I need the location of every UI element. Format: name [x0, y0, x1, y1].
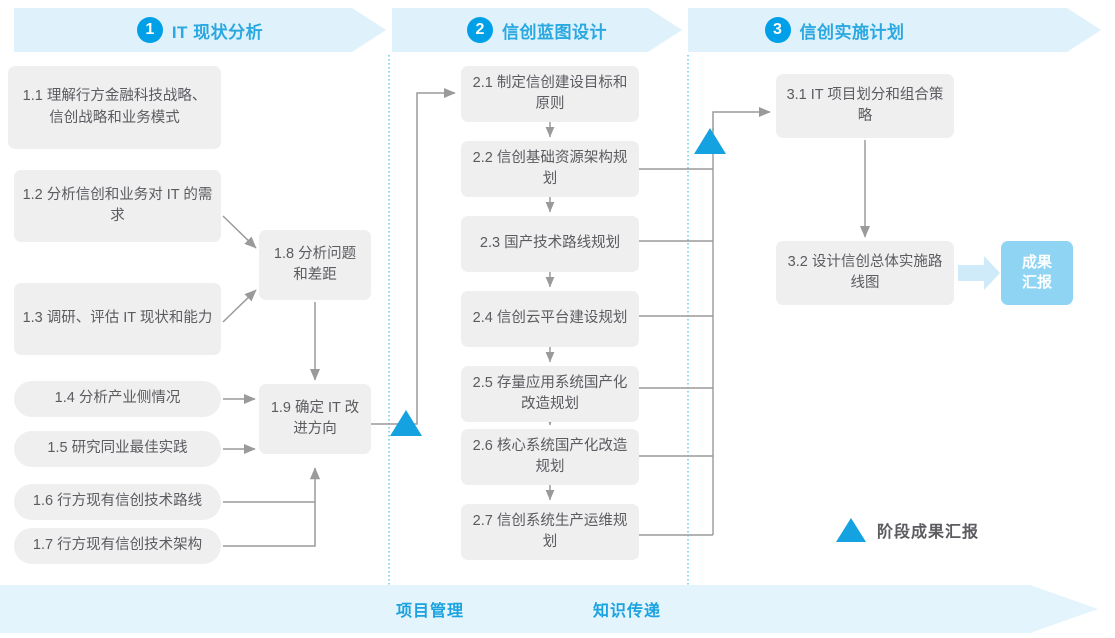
process-box-1-3[interactable]: 1.3 调研、评估 IT 现状和能力 — [14, 283, 221, 355]
process-box-1-1[interactable]: 1.1 理解行方金融科技战略、信创战略和业务模式 — [8, 66, 221, 149]
process-box-1-6[interactable]: 1.6 行方现有信创技术路线 — [14, 484, 221, 520]
phase-banner-3: 3 信创实施计划 — [688, 8, 1101, 52]
process-box-1-8[interactable]: 1.8 分析问题和差距 — [259, 230, 371, 300]
process-box-1-7[interactable]: 1.7 行方现有信创技术架构 — [14, 528, 221, 564]
process-box-1-2[interactable]: 1.2 分析信创和业务对 IT 的需求 — [14, 170, 221, 242]
result-line-2: 汇报 — [1021, 274, 1052, 291]
box-label: 2.7 信创系统生产运维规划 — [472, 512, 628, 550]
phase-label-1: IT 现状分析 — [171, 22, 264, 42]
box-label: 1.8 分析问题和差距 — [273, 245, 357, 283]
bottom-item-knowledge-transfer: 知识传递 — [593, 603, 662, 620]
connector-1-7-to-1-9 — [223, 467, 321, 547]
box-label: 1.7 行方现有信创技术架构 — [32, 537, 203, 554]
process-box-3-2[interactable]: 3.2 设计信创总体实施路线图 — [776, 241, 954, 305]
phase-banner-2: 2 信创蓝图设计 — [392, 8, 682, 52]
box-label: 2.5 存量应用系统国产化改造规划 — [472, 374, 628, 412]
process-box-3-1[interactable]: 3.1 IT 项目划分和组合策略 — [776, 74, 954, 138]
phase-label-2: 信创蓝图设计 — [502, 22, 607, 42]
box-label: 2.3 国产技术路线规划 — [479, 235, 621, 252]
box-label: 2.1 制定信创建设目标和原则 — [472, 74, 628, 112]
box-label: 1.6 行方现有信创技术路线 — [32, 493, 203, 510]
box-label: 1.4 分析产业侧情况 — [54, 390, 181, 407]
process-box-2-4[interactable]: 2.4 信创云平台建设规划 — [461, 291, 639, 347]
process-box-1-4[interactable]: 1.4 分析产业侧情况 — [14, 381, 221, 417]
box-label: 1.1 理解行方金融科技战略、信创战略和业务模式 — [22, 88, 207, 126]
bottom-banner: 项目管理 知识传递 — [0, 585, 1115, 633]
result-box[interactable]: 成果 汇报 — [1001, 241, 1073, 305]
triangle-up-icon — [836, 518, 866, 542]
process-box-2-5[interactable]: 2.5 存量应用系统国产化改造规划 — [461, 366, 639, 422]
connector-1-2-to-1-8 — [222, 215, 257, 249]
process-box-1-5[interactable]: 1.5 研究同业最佳实践 — [14, 431, 221, 467]
process-box-2-7[interactable]: 2.7 信创系统生产运维规划 — [461, 504, 639, 560]
process-box-2-1[interactable]: 2.1 制定信创建设目标和原则 — [461, 66, 639, 122]
phase-number-3: 3 — [764, 17, 791, 43]
box-label: 1.2 分析信创和业务对 IT 的需求 — [22, 186, 213, 224]
phase-banner-1: 1 IT 现状分析 — [14, 8, 386, 52]
bottom-banner-shape — [0, 585, 1098, 633]
connector-3-2-to-result — [958, 256, 1000, 290]
connector-1-3-to-1-8 — [222, 289, 257, 323]
phase-label-3: 信创实施计划 — [799, 22, 905, 42]
process-box-1-9[interactable]: 1.9 确定 IT 改进方向 — [259, 384, 371, 454]
connector-1-9-to-2-1 — [371, 87, 456, 425]
box-label: 2.6 核心系统国产化改造规划 — [472, 437, 628, 475]
box-label: 3.2 设计信创总体实施路线图 — [787, 253, 943, 291]
process-box-2-3[interactable]: 2.3 国产技术路线规划 — [461, 216, 639, 272]
process-box-2-2[interactable]: 2.2 信创基础资源架构规划 — [461, 141, 639, 197]
box-label: 2.2 信创基础资源架构规划 — [472, 149, 628, 187]
milestone-marker-phase2 — [694, 128, 726, 154]
box-label: 1.5 研究同业最佳实践 — [47, 440, 188, 457]
legend-label: 阶段成果汇报 — [877, 524, 980, 541]
legend: 阶段成果汇报 — [836, 518, 979, 542]
box-label: 1.9 确定 IT 改进方向 — [270, 399, 360, 437]
phase-number-2: 2 — [467, 17, 493, 43]
result-line-1: 成果 — [1021, 253, 1052, 271]
bottom-item-project-management: 项目管理 — [396, 603, 465, 620]
process-box-2-6[interactable]: 2.6 核心系统国产化改造规划 — [461, 429, 639, 485]
box-label: 1.3 调研、评估 IT 现状和能力 — [22, 310, 213, 327]
box-label: 2.4 信创云平台建设规划 — [472, 310, 628, 327]
phase-number-1: 1 — [136, 17, 163, 43]
box-label: 3.1 IT 项目划分和组合策略 — [786, 86, 944, 124]
milestone-marker-phase1 — [390, 410, 422, 436]
